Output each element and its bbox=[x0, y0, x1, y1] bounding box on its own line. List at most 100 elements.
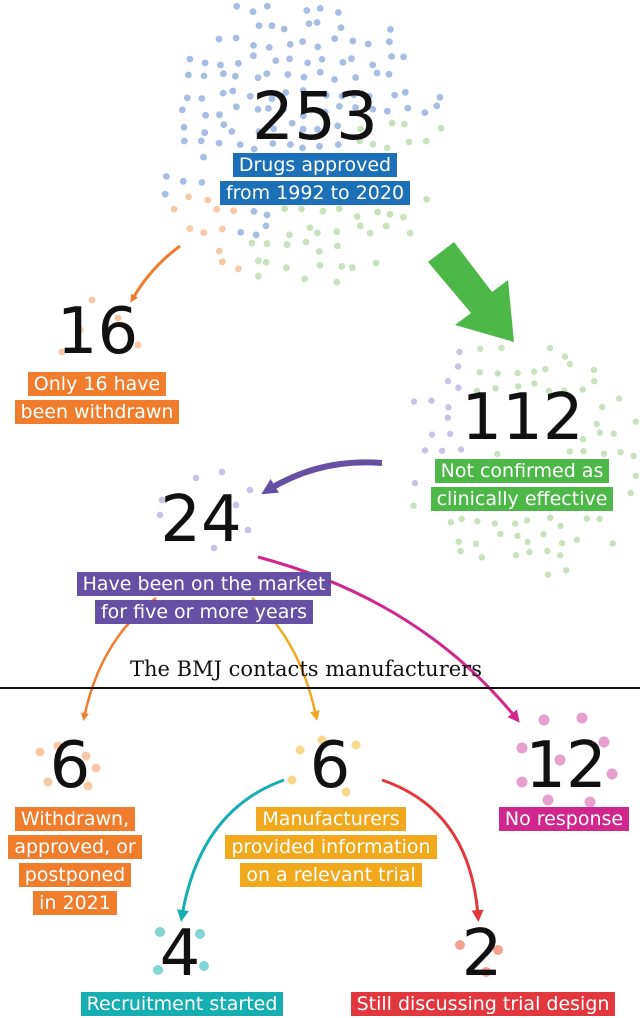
no-response-dot bbox=[584, 796, 596, 808]
not-confirmed-dot bbox=[494, 370, 501, 377]
approved-dot bbox=[348, 264, 356, 271]
approved-dot bbox=[235, 265, 242, 273]
withdrawn-approved-dot bbox=[53, 741, 63, 751]
no-response-dot bbox=[516, 742, 528, 754]
not-confirmed-dot bbox=[410, 398, 418, 405]
not-confirmed-dot bbox=[445, 404, 452, 411]
withdrawn-approved-dot bbox=[35, 747, 45, 757]
on-market-label-line-1: Have been on the market bbox=[76, 572, 332, 596]
manufacturers-dot bbox=[351, 740, 361, 750]
not-confirmed-dot bbox=[524, 538, 531, 546]
approved-label: Drugs approved from 1992 to 2020 bbox=[160, 151, 470, 207]
withdrawn-approved-dot bbox=[81, 751, 91, 761]
approved-dot bbox=[401, 120, 408, 128]
approved-dot bbox=[356, 137, 364, 145]
withdrawn-approved-dot bbox=[91, 763, 101, 773]
not-confirmed-dot bbox=[563, 567, 570, 574]
withdrawn-label-line-2: been withdrawn bbox=[14, 400, 180, 424]
approved-dot bbox=[218, 225, 226, 233]
approved-dot bbox=[220, 70, 227, 78]
approved-dot bbox=[280, 25, 288, 33]
approved-dot bbox=[186, 225, 194, 232]
approved-dot bbox=[250, 42, 257, 49]
not-confirmed-label-line-1: Not confirmed as bbox=[434, 459, 610, 483]
on-market-label: Have been on the market for five or more… bbox=[58, 570, 350, 626]
not-confirmed-dot bbox=[566, 448, 573, 455]
approved-dot bbox=[198, 95, 206, 102]
not-confirmed-dot bbox=[428, 431, 436, 438]
approved-dot bbox=[236, 141, 244, 149]
no-response-count: 12 bbox=[525, 729, 607, 803]
approved-dot bbox=[334, 242, 341, 250]
on-market-dot bbox=[232, 501, 240, 509]
approved-dot bbox=[283, 241, 291, 249]
approved-dot bbox=[404, 104, 412, 112]
on-market-dot bbox=[210, 544, 218, 552]
not-confirmed-dot bbox=[457, 547, 464, 555]
recruitment-dot bbox=[195, 929, 205, 939]
not-confirmed-dot bbox=[455, 538, 462, 545]
not-confirmed-dot bbox=[455, 384, 462, 391]
withdrawn-approved-dot bbox=[83, 781, 93, 791]
on-market-dot bbox=[246, 486, 254, 494]
not-confirmed-dot bbox=[447, 430, 454, 438]
approved-dot bbox=[262, 222, 270, 230]
approved-dot bbox=[220, 121, 228, 128]
not-confirmed-dot bbox=[545, 387, 553, 395]
recruitment-label: Recruitment started bbox=[66, 990, 298, 1018]
approved-dot bbox=[248, 239, 256, 247]
approved-dot bbox=[163, 173, 170, 180]
not-confirmed-dot bbox=[627, 489, 634, 497]
not-confirmed-dot bbox=[579, 435, 587, 443]
no-response-label: No response bbox=[482, 805, 640, 833]
on-market-dot bbox=[166, 534, 174, 542]
not-confirmed-dot bbox=[540, 531, 547, 538]
on-market-dot bbox=[218, 468, 226, 476]
not-confirmed-dot bbox=[492, 385, 499, 392]
approved-dot bbox=[282, 89, 290, 96]
on-market-dot bbox=[158, 496, 166, 504]
approved-dot bbox=[303, 7, 311, 14]
not-confirmed-dot bbox=[561, 353, 569, 360]
approved-dot bbox=[364, 40, 372, 48]
not-confirmed-dot bbox=[609, 540, 616, 547]
approved-dot bbox=[284, 71, 292, 78]
approved-dot bbox=[230, 207, 238, 215]
manufacturers-dot bbox=[287, 775, 297, 785]
withdrawn-approved-label: Withdrawn, approved, or postponed in 202… bbox=[0, 805, 150, 917]
not-confirmed-dot bbox=[599, 403, 606, 411]
not-confirmed-dot bbox=[630, 452, 637, 460]
approved-dot bbox=[219, 258, 226, 266]
approved-dot bbox=[388, 53, 395, 60]
approved-dot bbox=[318, 56, 326, 63]
approved-dot bbox=[384, 107, 391, 115]
approved-dot bbox=[335, 9, 342, 16]
approved-dot bbox=[369, 105, 377, 113]
not-confirmed-dot bbox=[557, 522, 564, 530]
approved-dot bbox=[339, 58, 347, 66]
approved-dot bbox=[333, 228, 341, 236]
approved-dot bbox=[215, 35, 223, 43]
approved-dot bbox=[357, 125, 364, 133]
approved-dot bbox=[255, 257, 262, 265]
approved-dot bbox=[374, 208, 381, 216]
not-confirmed-dot bbox=[478, 554, 486, 561]
approved-dot bbox=[263, 70, 271, 77]
not-confirmed-dot bbox=[559, 540, 566, 547]
not-confirmed-dot bbox=[458, 515, 465, 523]
approved-dot bbox=[331, 76, 338, 83]
approved-dot bbox=[201, 129, 209, 137]
approved-dot bbox=[369, 61, 377, 69]
approved-dot bbox=[400, 53, 407, 61]
approved-dot bbox=[233, 103, 240, 111]
no-response-label-line-1: No response bbox=[498, 807, 630, 831]
approved-dot bbox=[373, 69, 381, 77]
arrow-manufacturers-to-recruitment bbox=[177, 778, 285, 922]
approved-dot bbox=[333, 278, 341, 286]
approved-dot bbox=[281, 205, 289, 213]
approved-dot bbox=[352, 104, 359, 111]
not-confirmed-dot bbox=[444, 414, 451, 421]
approved-dot bbox=[228, 128, 236, 135]
approved-dot bbox=[306, 224, 314, 232]
approved-dot bbox=[185, 193, 193, 201]
